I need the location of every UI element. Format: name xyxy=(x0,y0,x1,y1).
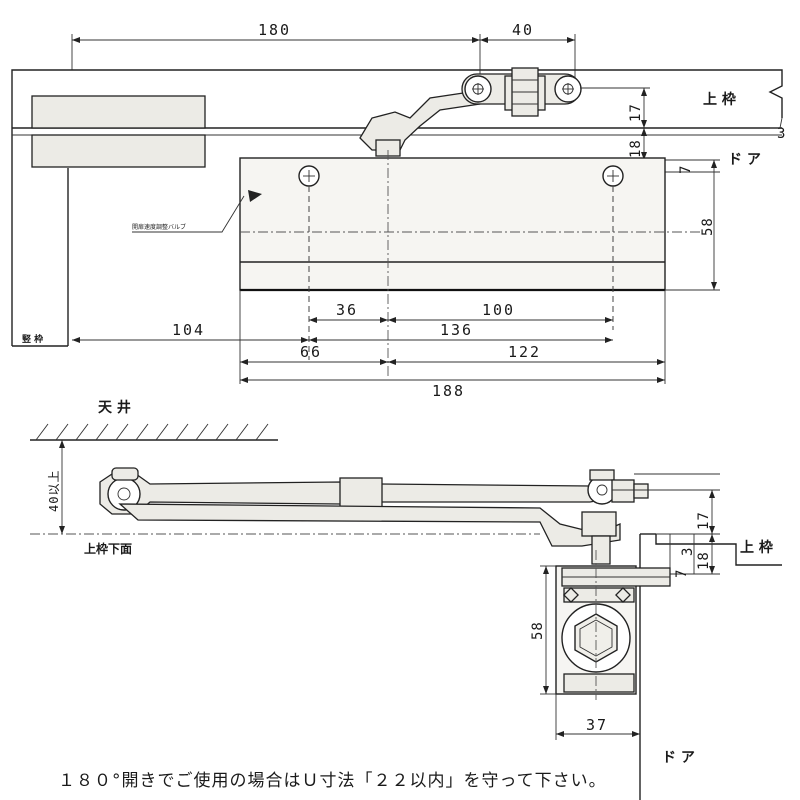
usage-note: １８０°開きでご使用の場合はＵ寸法「２２以内」を守って下さい。 xyxy=(58,770,607,791)
dim-3-top: 3 xyxy=(777,126,786,142)
label-ceiling: 天 井 xyxy=(98,399,131,416)
label-door-top: ド ア xyxy=(728,152,761,168)
dim-17-side: 17 xyxy=(696,511,712,530)
arm-bracket-top xyxy=(359,67,582,157)
dim-100: 100 xyxy=(482,301,515,319)
dim-66: 66 xyxy=(300,343,322,361)
arm-assembly xyxy=(99,467,649,565)
dim-188: 188 xyxy=(432,382,465,400)
dim-18-side: 18 xyxy=(696,551,712,570)
label-vertical-frame: 竪 枠 xyxy=(22,333,43,345)
dim-136: 136 xyxy=(440,321,473,339)
dim-40: 40 xyxy=(512,21,534,39)
dim-37: 37 xyxy=(586,716,608,734)
label-door-side: ド ア xyxy=(662,750,695,766)
dim-180: 180 xyxy=(258,21,291,39)
dim-40-min: 40以上 xyxy=(47,470,61,512)
dim-58-side: 58 xyxy=(530,621,546,640)
closer-body-side xyxy=(555,565,671,695)
dim-17-top: 17 xyxy=(628,103,644,122)
label-frame-bottom: 上枠下面 xyxy=(84,541,132,556)
dim-122: 122 xyxy=(508,343,541,361)
side-view: 天 井 40以上 上枠下面 上 枠 xyxy=(30,399,782,800)
top-view: 180 40 上 枠 3 竪 枠 xyxy=(11,21,786,400)
dim-104: 104 xyxy=(172,321,205,339)
dim-36: 36 xyxy=(336,301,358,319)
closer-body-top xyxy=(239,157,666,292)
dim-7-side: 7 xyxy=(674,569,690,578)
dim-3-side: 3 xyxy=(680,547,696,556)
dim-7-top: 7 xyxy=(678,165,694,174)
label-upper-frame-top: 上 枠 xyxy=(703,91,736,108)
dim-58-top: 58 xyxy=(700,217,716,236)
label-valve: 開扉速度調整バルブ xyxy=(132,223,186,231)
dim-18-top: 18 xyxy=(628,139,644,158)
label-upper-frame-side: 上 枠 xyxy=(740,539,773,556)
